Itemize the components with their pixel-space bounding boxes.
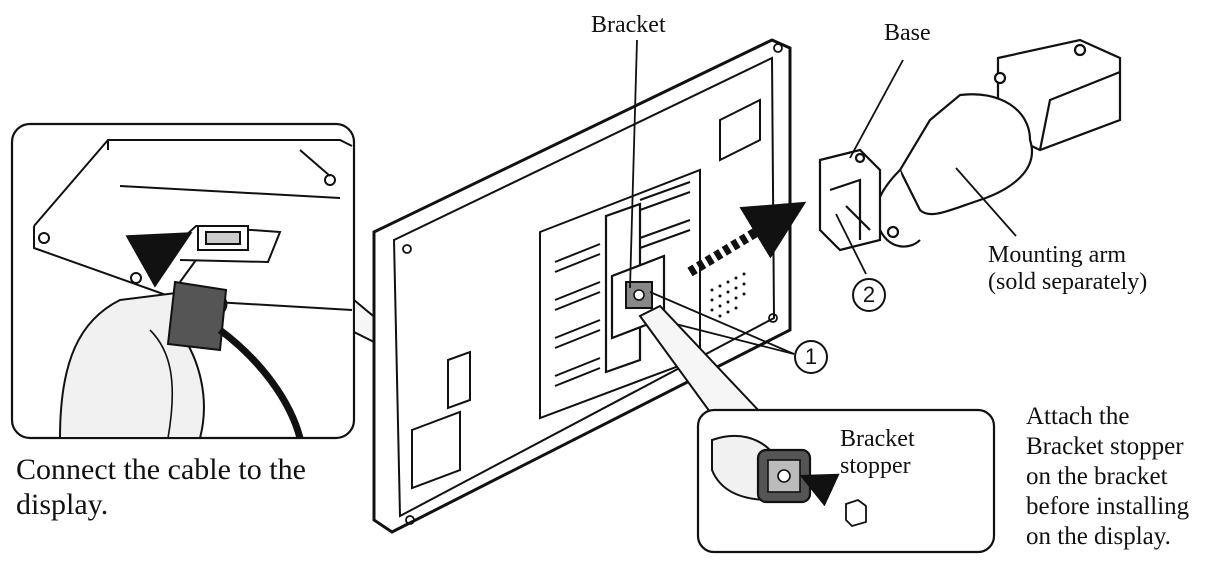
mounting-arm xyxy=(818,38,1122,252)
speaker-grille xyxy=(710,272,746,318)
marker-1-leader xyxy=(649,291,795,355)
hand-with-cable xyxy=(58,259,304,439)
attach-note-line-2: Bracket stopper xyxy=(1026,433,1184,460)
connector-port xyxy=(197,225,249,251)
base-leader xyxy=(849,59,904,159)
bracket-leader xyxy=(629,39,638,289)
bracket-stopper-line-2: stopper xyxy=(840,452,911,479)
attach-note-line-1: Attach the xyxy=(1026,403,1130,430)
stopper-inset xyxy=(638,304,996,554)
arrow-icon xyxy=(125,232,193,288)
stopper-cube xyxy=(845,498,867,528)
mounting-arm-label: Mounting arm (sold separately) xyxy=(988,242,1147,296)
bracket-stopper-label: Bracket stopper xyxy=(840,426,915,480)
arrow-icon xyxy=(799,473,840,507)
attach-note-line-4: before installing xyxy=(1026,493,1190,520)
bracket-label: Bracket xyxy=(591,12,666,38)
attach-note-line-3: on the bracket xyxy=(1026,463,1168,490)
base-label: Base xyxy=(884,20,931,46)
mounting-arm-line-1: Mounting arm xyxy=(988,242,1126,268)
marker-1-leader-b xyxy=(659,319,795,355)
arrow-icon xyxy=(687,201,807,277)
bracket-stopper-line-1: Bracket xyxy=(840,426,915,452)
arm-leader xyxy=(955,167,1017,237)
mounting-arm-line-2: (sold separately) xyxy=(988,268,1148,295)
connect-cable-line-1: Connect the cable to the xyxy=(16,453,306,486)
connect-cable-caption: Connect the cable to the display. xyxy=(16,452,306,523)
marker-2-leader xyxy=(835,213,867,275)
display-back xyxy=(372,38,807,534)
attach-note-line-5: on the display. xyxy=(1026,523,1171,550)
marker-1-badge: 1 xyxy=(794,340,828,374)
cable-inset xyxy=(10,122,451,440)
marker-2-badge: 2 xyxy=(852,278,886,312)
attach-note: Attach the Bracket stopper on the bracke… xyxy=(1026,402,1189,552)
connect-cable-line-2: display. xyxy=(16,488,109,522)
